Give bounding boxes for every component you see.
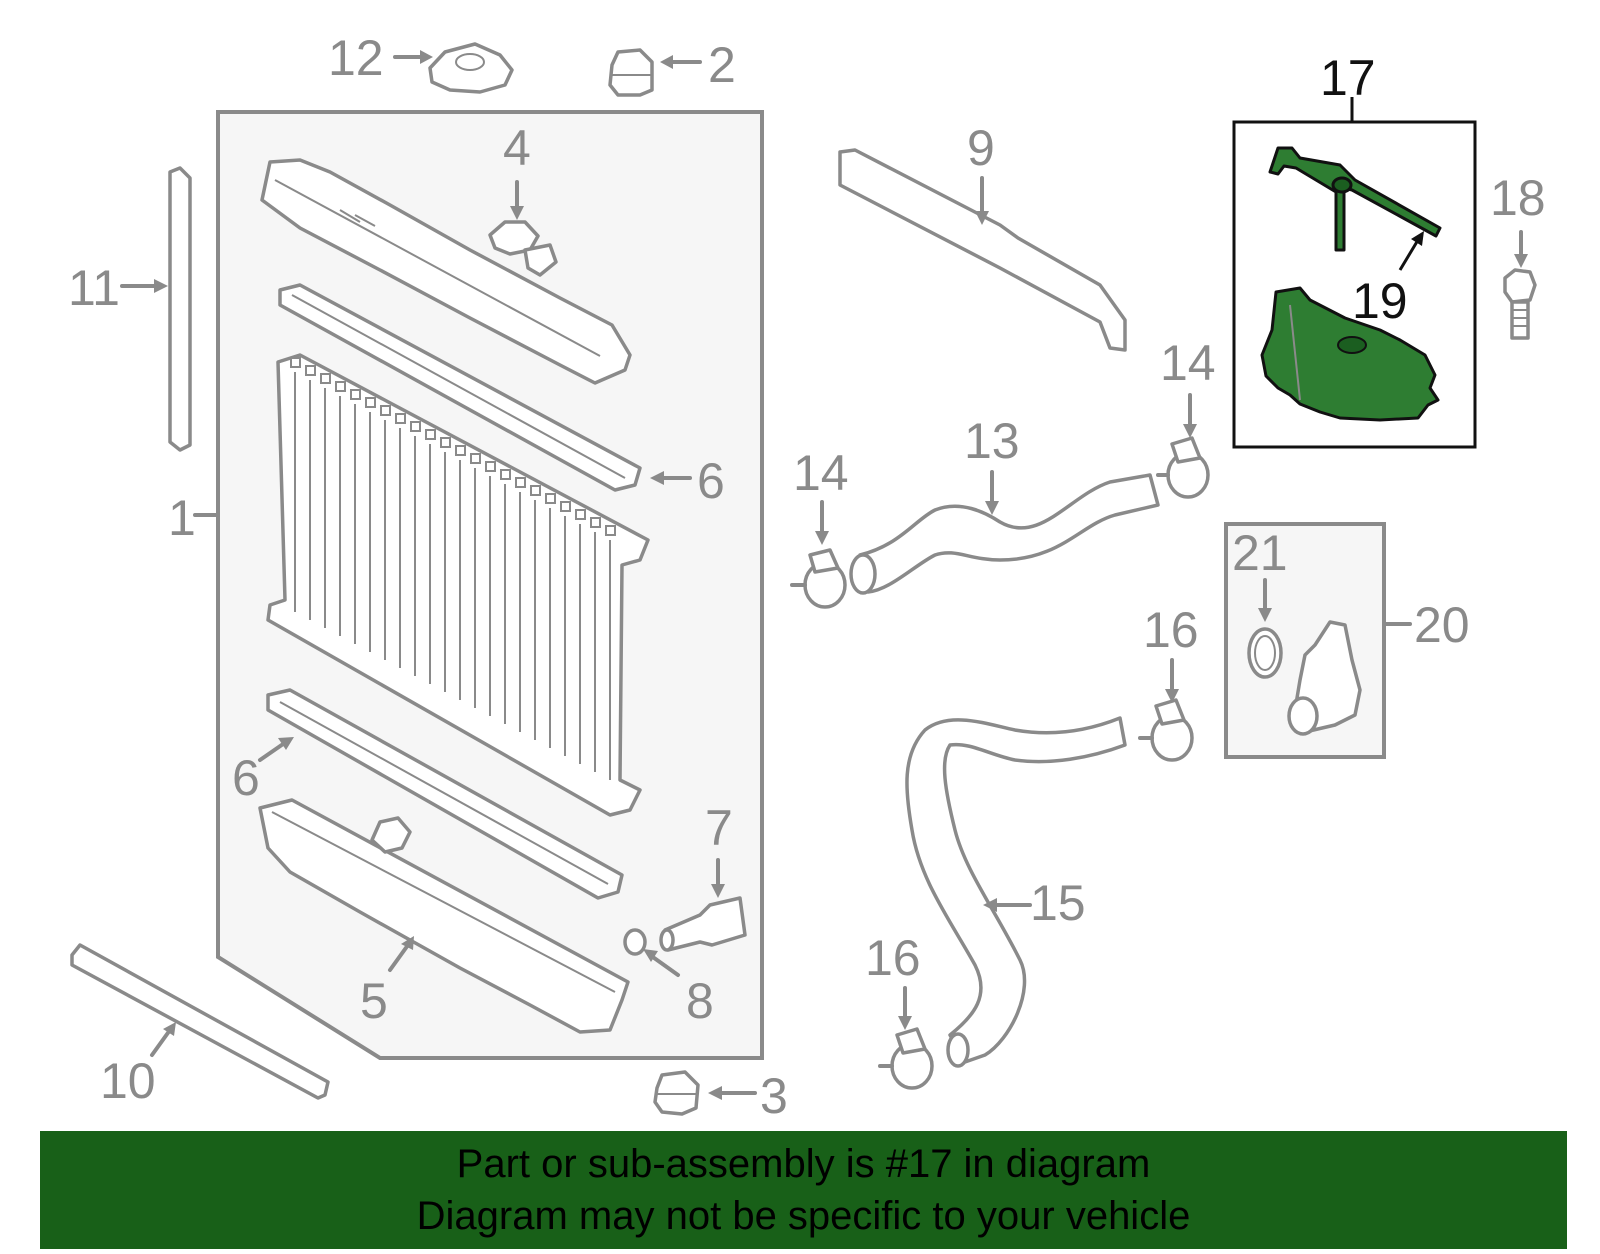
callout-3: 3 xyxy=(760,1068,788,1124)
radiator-tab xyxy=(515,477,526,488)
lower-gasket xyxy=(266,688,624,900)
bolt xyxy=(1503,268,1537,340)
radiator-tab xyxy=(440,437,451,448)
drain-cock xyxy=(659,896,747,952)
callout-17: 17 xyxy=(1320,50,1376,106)
hose-clamp-14-right xyxy=(1166,436,1210,499)
callout-14-left: 14 xyxy=(793,445,849,501)
lower-radiator-tank xyxy=(258,798,630,1034)
upper-gasket xyxy=(278,283,642,492)
radiator-tab xyxy=(590,517,601,528)
callout-12: 12 xyxy=(328,30,384,86)
water-outlet-box xyxy=(1224,522,1412,759)
callout-5: 5 xyxy=(360,973,388,1029)
radiator-tab xyxy=(335,381,346,392)
hose-clamp-14-left xyxy=(803,548,847,609)
lower-seal xyxy=(70,943,330,1100)
radiator-tab xyxy=(320,373,331,384)
radiator-tab xyxy=(530,485,541,496)
callout-7: 7 xyxy=(705,800,733,856)
radiator-tab xyxy=(410,421,421,432)
callout-15: 15 xyxy=(1030,875,1086,931)
callout-14-right: 14 xyxy=(1160,335,1216,391)
callout-16-upper: 16 xyxy=(1143,602,1199,658)
leader-lines xyxy=(120,50,1528,1100)
radiator-tab xyxy=(290,357,301,368)
radiator-core xyxy=(266,353,650,817)
hose-clamp-16-upper xyxy=(1150,698,1194,762)
callout-16-lower: 16 xyxy=(865,930,921,986)
o-ring xyxy=(623,928,647,956)
callout-18: 18 xyxy=(1490,170,1546,226)
radiator-tab xyxy=(470,453,481,464)
info-banner: Part or sub-assembly is #17 in diagram D… xyxy=(40,1131,1567,1249)
radiator-cap xyxy=(428,42,514,94)
hose-clamp-16-lower xyxy=(890,1027,934,1090)
radiator-tab xyxy=(380,405,391,416)
radiator-tab xyxy=(455,445,466,456)
callout-11: 11 xyxy=(68,260,120,316)
radiator-tab xyxy=(350,389,361,400)
upper-radiator-tank xyxy=(260,158,632,385)
radiator-tab xyxy=(365,397,376,408)
radiator-tab xyxy=(545,493,556,504)
callout-6-bottom: 6 xyxy=(232,750,260,806)
radiator-tab xyxy=(560,501,571,512)
radiator-tab xyxy=(425,429,436,440)
callout-8: 8 xyxy=(686,973,714,1029)
callout-1: 1 xyxy=(168,490,196,546)
banner-line-2: Diagram may not be specific to your vehi… xyxy=(416,1194,1191,1238)
side-seal xyxy=(168,166,192,452)
callout-4: 4 xyxy=(503,120,531,176)
radiator-tab xyxy=(500,469,511,480)
radiator-tab xyxy=(575,509,586,520)
callout-20: 20 xyxy=(1414,597,1470,653)
callout-2: 2 xyxy=(708,37,736,93)
reservoir-tank xyxy=(1260,286,1440,422)
callout-10: 10 xyxy=(100,1053,156,1109)
callout-13: 13 xyxy=(964,413,1020,469)
reservoir-hose xyxy=(1268,146,1442,252)
upper-radiator-hose xyxy=(849,473,1160,595)
radiator-tab xyxy=(485,461,496,472)
lower-cushion xyxy=(653,1070,700,1116)
radiator-tab xyxy=(305,365,316,376)
banner-line-1: Part or sub-assembly is #17 in diagram xyxy=(456,1142,1151,1186)
lower-radiator-hose xyxy=(905,716,1127,1068)
callout-9: 9 xyxy=(967,120,995,176)
callout-19: 19 xyxy=(1352,273,1408,329)
callout-6-top: 6 xyxy=(697,453,725,509)
callout-21: 21 xyxy=(1232,525,1288,581)
upper-cushion xyxy=(608,48,654,97)
radiator-tab xyxy=(395,413,406,424)
callout-labels: 1 2 3 4 5 6 6 7 8 9 10 11 12 13 14 14 15… xyxy=(68,30,1546,1124)
radiator-tab xyxy=(605,525,616,536)
